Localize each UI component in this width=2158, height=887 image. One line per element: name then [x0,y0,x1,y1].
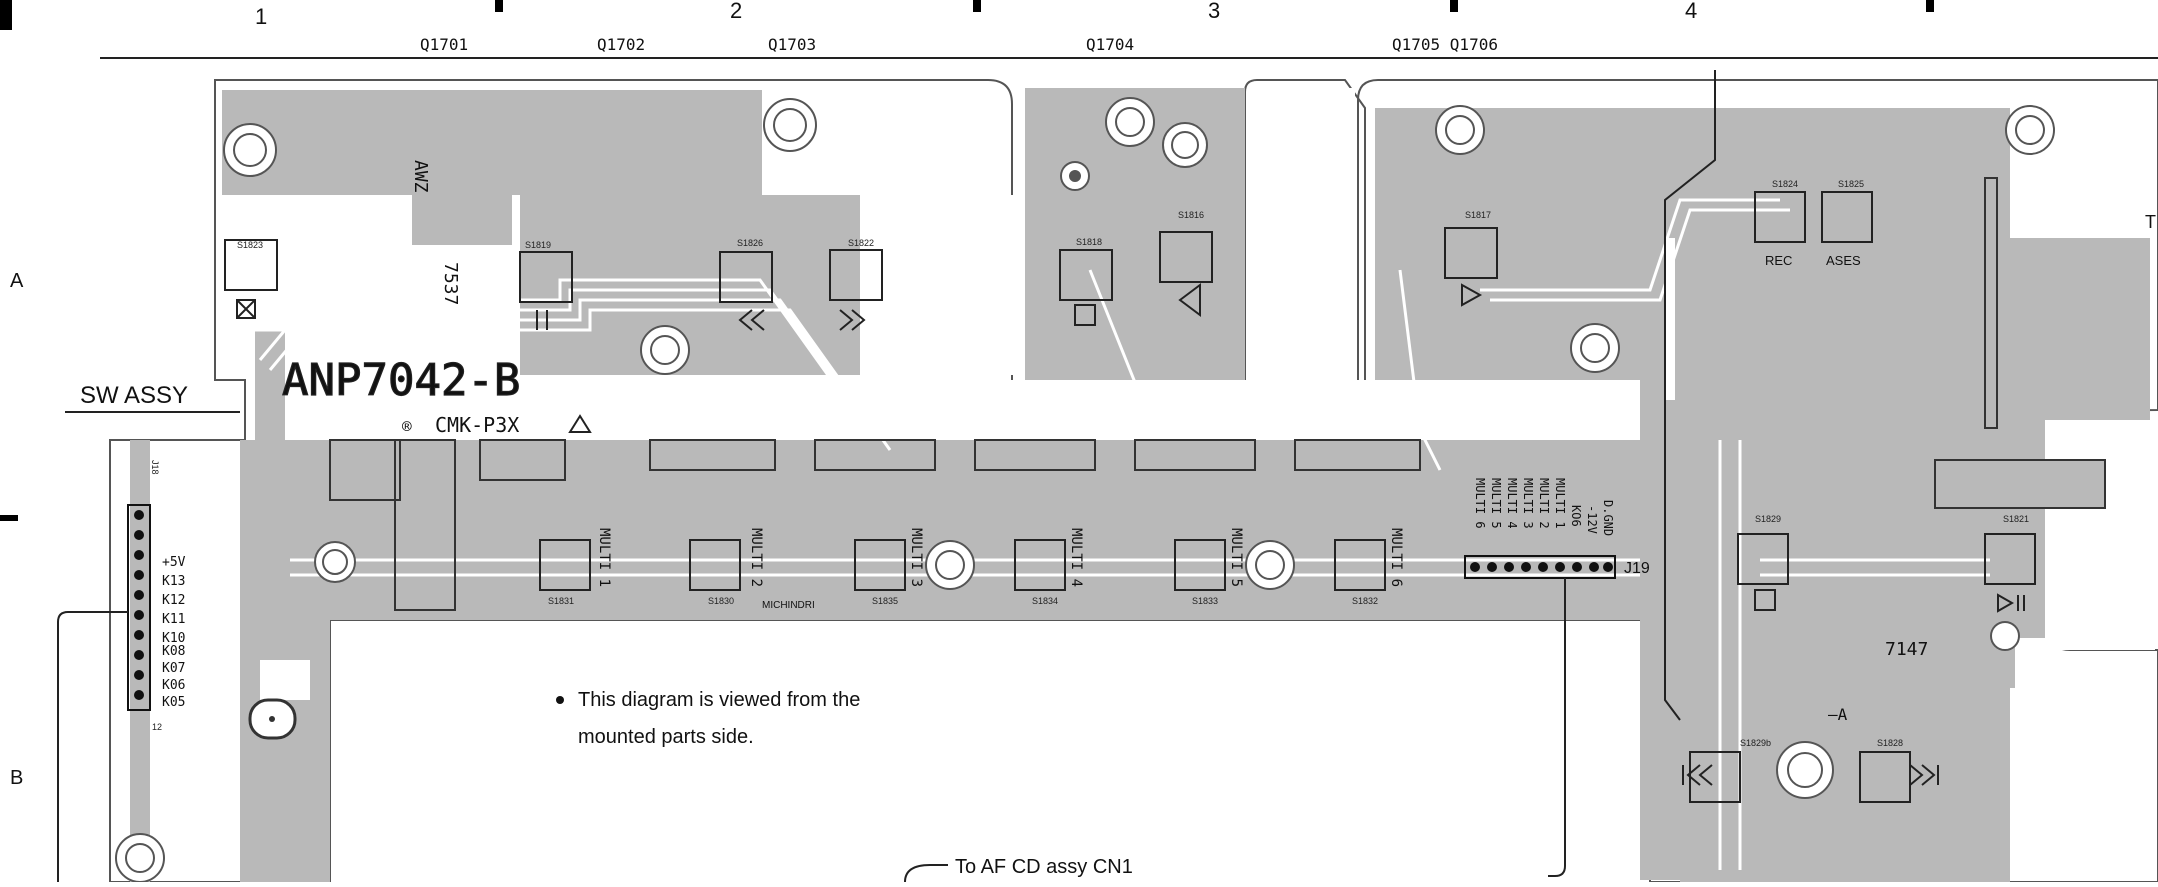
frame-corner-mark [0,0,12,30]
switch-ref: S1825 [1838,179,1864,189]
ul-mark: CMK-P3X [435,413,519,437]
switch-ref: S1833 [1192,596,1218,606]
copper-clearance [260,88,2155,700]
svg-text:MULTI 6: MULTI 6 [1388,528,1404,587]
note-viewed-line1: This diagram is viewed from the [578,689,860,711]
j18-pin: +5V [162,555,186,570]
svg-text:KO6: KO6 [1569,505,1583,527]
svg-text:MULTI 4: MULTI 4 [1068,528,1084,587]
column-tick [1926,0,1934,12]
j18-pin: K06 [162,678,185,693]
connector-j19-label: J19 [1624,560,1650,577]
top-ref-q1705-q1706: Q1705 Q1706 [1392,35,1498,54]
frame-row-mark [0,515,18,521]
row-label-B: B [10,767,23,789]
minus-a-label: –A [1828,705,1848,724]
top-ref-q1703: Q1703 [768,35,816,54]
awz-code: 7537 [440,262,461,305]
svg-text:MULTI 3: MULTI 3 [908,528,924,587]
switch-ref: S1829b [1740,738,1771,748]
column-label-3: 3 [1208,0,1220,23]
cable-lines [57,70,1716,883]
switch-ref: S1835 [872,596,898,606]
switch-ref: S1818 [1076,237,1102,247]
svg-text:MULTI 4: MULTI 4 [1505,478,1519,529]
svg-text:MULTI 1: MULTI 1 [1553,478,1567,529]
switch-ref: S1821 [2003,514,2029,524]
svg-text:MULTI 2: MULTI 2 [748,528,764,587]
j18-pin: K10 [162,631,185,646]
connector-j19-pins [1470,562,1613,572]
switch-ref: S1823 [237,240,263,250]
switch-ref: S1817 [1465,210,1491,220]
row-label-A: A [10,270,24,292]
svg-text:-12V: -12V [1585,505,1599,534]
assy-label: SW ASSY [80,382,188,409]
svg-text:MULTI 6: MULTI 6 [1473,478,1487,529]
j18-pin: K12 [162,593,185,608]
switch-ref: S1822 [848,238,874,248]
code-7147: 7147 [1885,639,1928,660]
top-ref-q1701: Q1701 [420,35,468,54]
connector-j18 [127,504,151,711]
copper-pour [130,88,2150,882]
bullet-icon [556,696,564,704]
note-to-af: To AF CD assy CN1 [955,856,1133,878]
switch-ref: S1816 [1178,210,1204,220]
svg-text:D.GND: D.GND [1601,500,1615,536]
switch-ref: S1828 [1877,738,1903,748]
switch-ref: S1831 [548,596,574,606]
component-outlines [329,177,2106,611]
column-label-4: 4 [1685,0,1697,23]
multi-labels: MULTI 1 MULTI 2 MULTI 3 MULTI 4 MULTI 5 … [596,528,1404,587]
column-label-1: 1 [255,4,267,29]
connector-j19 [1464,555,1616,579]
connector-j18-label: J18 [150,460,160,475]
michindri-label: MICHINDRI [762,600,815,611]
j18-pin-count: 12 [152,722,162,732]
warning-triangle-icon [568,414,592,433]
column-label-2: 2 [730,0,742,23]
column-tick [495,0,503,12]
switch-footprints [224,191,2036,803]
mounting-holes [115,97,2055,883]
switch-text-rec: REC [1765,253,1792,268]
top-ref-q1704: Q1704 [1086,35,1134,54]
j18-pin: K08 [162,644,185,659]
part-number: ANP7042-B [282,355,520,406]
j18-pin: K07 [162,661,185,676]
j18-pin: K05 [162,695,185,710]
switch-symbols [236,283,2025,786]
switch-ref: S1826 [737,238,763,248]
switch-ref: S1824 [1772,179,1798,189]
j18-pin: K11 [162,612,185,627]
svg-text:MULTI 5: MULTI 5 [1489,478,1503,529]
svg-text:MULTI 2: MULTI 2 [1537,478,1551,529]
switch-ref: S1830 [708,596,734,606]
connector-j18-pins [134,510,144,700]
j18-pin: K13 [162,574,185,589]
column-tick [1450,0,1458,12]
j19-pin-labels: D.GND -12V KO6 MULTI 1 MULTI 2 MULTI 3 M… [1473,478,1615,536]
note-viewed-line2: mounted parts side. [578,726,754,748]
switch-ref: S1829 [1755,514,1781,524]
svg-text:MULTI 1: MULTI 1 [596,528,612,587]
switch-ref: S1832 [1352,596,1378,606]
switch-text-ases: ASES [1826,253,1861,268]
switch-ref: S1819 [525,240,551,250]
switch-ref: S1834 [1032,596,1058,606]
awz-label: AWZ [410,160,431,193]
ul-logo-icon: ® [402,417,412,436]
svg-text:MULTI 5: MULTI 5 [1228,528,1244,587]
svg-text:MULTI 3: MULTI 3 [1521,478,1535,529]
column-tick [973,0,981,12]
edge-letter: T [2145,212,2156,232]
top-ref-q1702: Q1702 [597,35,645,54]
